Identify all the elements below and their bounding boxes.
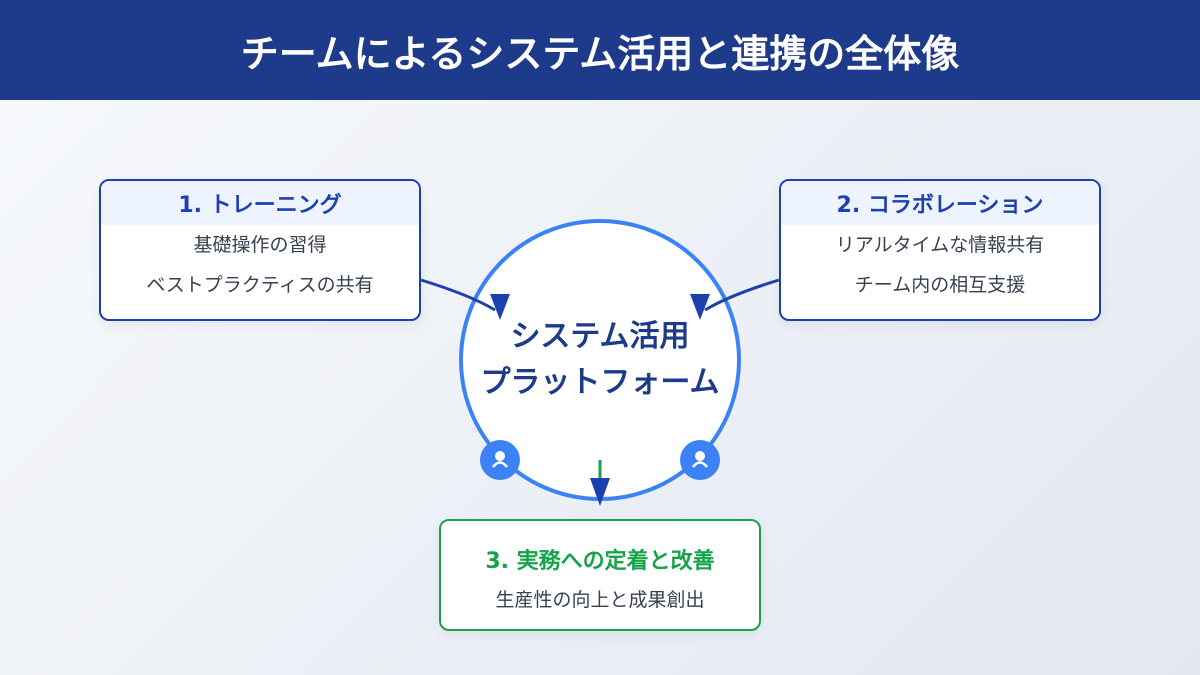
card-item: 生産性の向上と成果創出 bbox=[495, 589, 705, 611]
arrowhead-collab bbox=[690, 294, 710, 320]
card-item: ベストプラクティスの共有 bbox=[146, 274, 374, 296]
arrowhead-practice bbox=[590, 478, 610, 506]
page-title: チームによるシステム活用と連携の全体像 bbox=[0, 0, 1200, 100]
user-icon bbox=[480, 440, 520, 480]
card-title: 3. 実務への定着と改善 bbox=[441, 521, 759, 585]
user-icon bbox=[680, 440, 720, 480]
platform-label-line1: システム活用 bbox=[510, 319, 690, 354]
card-title: 2. コラボレーション bbox=[781, 181, 1099, 225]
card-training: 1. トレーニング 基礎操作の習得 ベストプラクティスの共有 bbox=[99, 179, 421, 321]
card-collaboration: 2. コラボレーション リアルタイムな情報共有 チーム内の相互支援 bbox=[779, 179, 1101, 321]
arrowhead-training bbox=[490, 294, 510, 320]
card-practice: 3. 実務への定着と改善 生産性の向上と成果創出 bbox=[439, 519, 761, 631]
card-item: 基礎操作の習得 bbox=[193, 234, 327, 256]
platform-label-line2: プラットフォーム bbox=[480, 365, 720, 400]
card-title: 1. トレーニング bbox=[101, 181, 419, 225]
arrow-collab bbox=[704, 278, 780, 312]
card-item: リアルタイムな情報共有 bbox=[835, 234, 1045, 256]
arrow-training bbox=[420, 278, 496, 312]
card-item: チーム内の相互支援 bbox=[854, 274, 1026, 296]
